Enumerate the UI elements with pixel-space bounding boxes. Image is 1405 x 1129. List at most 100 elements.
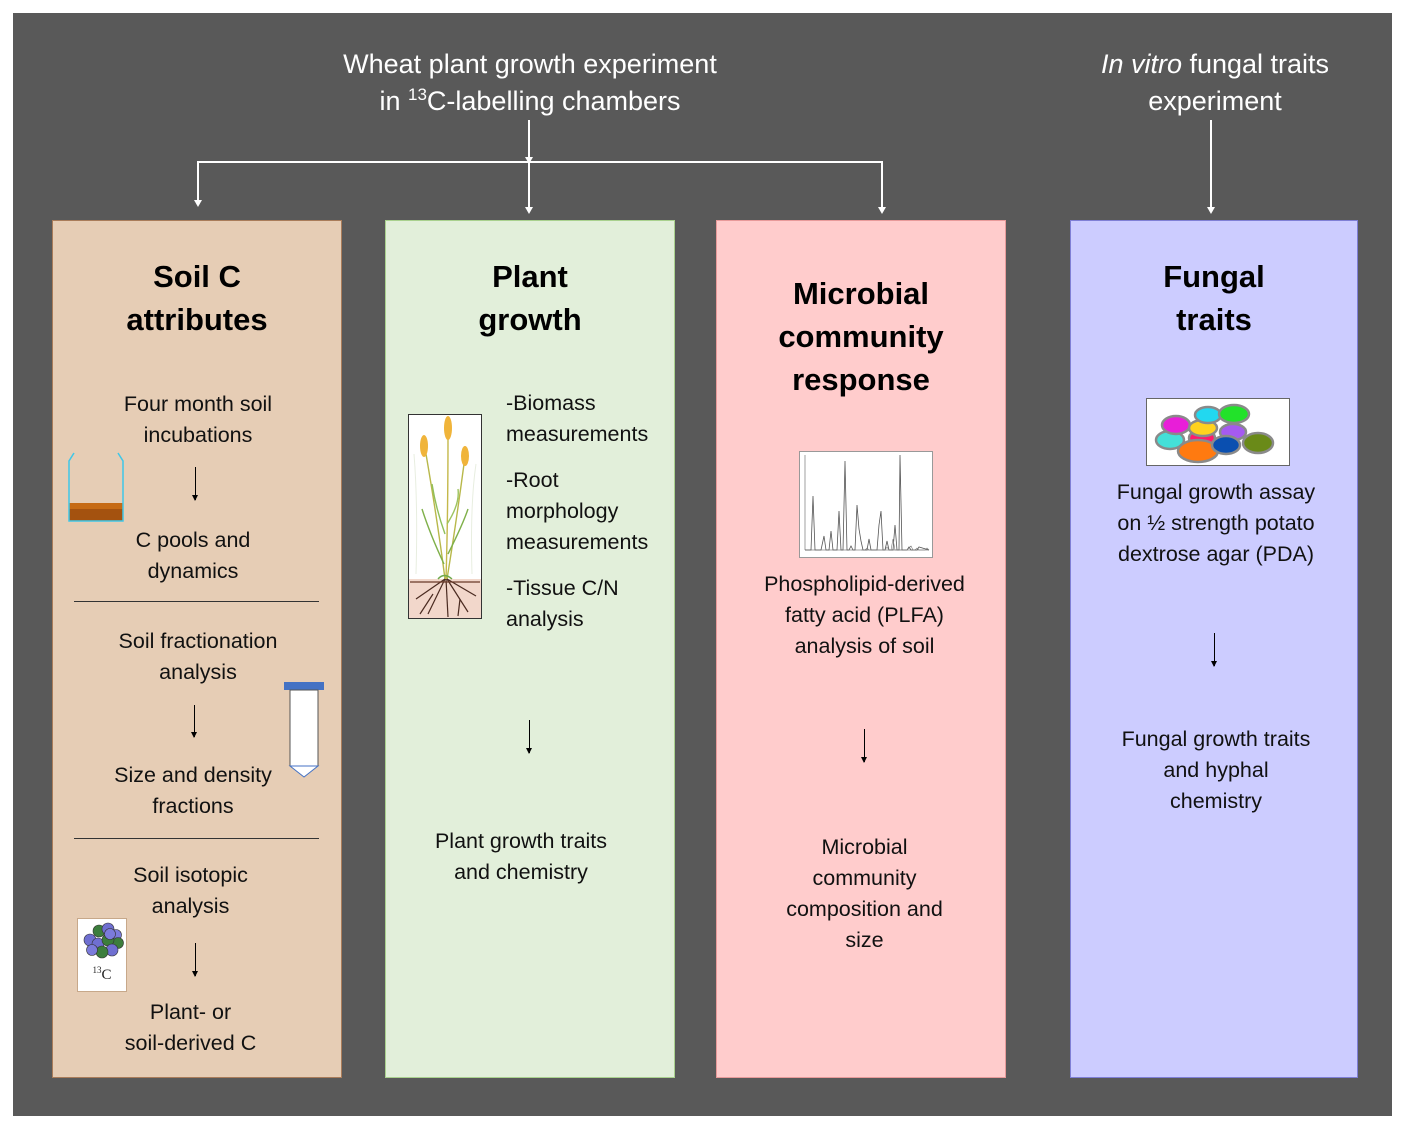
soil-section-divider-1 (74, 601, 319, 602)
wheat-title-post: C-labelling chambers (426, 86, 681, 116)
isotope-label-element: C (101, 967, 112, 983)
fungal-title-line2: experiment (1148, 86, 1282, 116)
fungal-traits-box: Fungal traits Fungal growth assay on ½ s… (1070, 220, 1358, 1078)
microbial-output-label: Microbial community composition and size (757, 832, 972, 956)
root-line2: morphology (506, 499, 619, 523)
wheat-title-line1: Wheat plant growth experiment (343, 49, 717, 79)
root-line3: measurements (506, 530, 649, 554)
plfa-analysis-label: Phospholipid-derived fatty acid (PLFA) a… (737, 569, 992, 662)
isotope-label-sup: 13 (92, 965, 102, 975)
biomass-line1: -Biomass (506, 391, 596, 415)
connector-horizontal (197, 161, 883, 163)
microbial-output-line1: Microbial (821, 835, 908, 859)
plfa-line3: analysis of soil (794, 634, 935, 658)
arrow-to-fungal-box (1207, 120, 1215, 214)
isotope-superscript: 13 (407, 85, 427, 104)
centrifuge-tube-icon (284, 682, 324, 778)
fungal-output-line3: chemistry (1170, 789, 1262, 813)
soil-incubation-line1: Four month soil (123, 392, 273, 416)
isotope-label: 13C (78, 965, 126, 984)
microbial-box-title: Microbial community response (717, 272, 1005, 401)
soil-isotopic-arrow (192, 943, 198, 977)
fungal-assay-line2: on ½ strength potato (1117, 511, 1315, 535)
isotopic-line2: analysis (151, 894, 230, 918)
soil-incubation-arrow (192, 467, 198, 501)
fungal-output-line1: Fungal growth traits (1121, 727, 1311, 751)
fungal-assay-line3: dextrose agar (PDA) (1118, 542, 1314, 566)
fractionation-line1: Soil fractionation (118, 629, 278, 653)
plfa-line1: Phospholipid-derived (764, 572, 965, 596)
microbial-output-line2: community (812, 866, 917, 890)
fungal-arrow (1211, 633, 1217, 667)
soil-fractions-label: Size and density fractions (88, 760, 298, 822)
soil-aggregate-icon (83, 922, 124, 959)
incubation-jar-icon (68, 452, 124, 522)
wheat-title-pre: in (379, 86, 408, 116)
plant-arrow (526, 720, 532, 754)
plant-title-line2: growth (478, 302, 582, 337)
microbial-arrow (861, 729, 867, 763)
soil-isotopic-label: Soil isotopic analysis (88, 860, 293, 922)
connector-trunk (525, 120, 533, 164)
fungal-assay-label: Fungal growth assay on ½ strength potato… (1086, 477, 1346, 570)
fungal-experiment-title: In vitro fungal traits experiment (1070, 46, 1360, 120)
soil-fractionation-label: Soil fractionation analysis (93, 626, 303, 688)
tissue-line2: analysis (506, 607, 584, 631)
plant-output-line2: and chemistry (454, 860, 588, 884)
fungal-assay-line1: Fungal growth assay (1116, 480, 1316, 504)
microbial-community-box: Microbial community response Phospholipi… (716, 220, 1006, 1078)
wheat-plant-icon (408, 414, 482, 619)
fungal-title-line2: traits (1176, 302, 1252, 337)
plant-measurements-list: -Biomass measurements -Root morphology m… (506, 388, 648, 635)
c-pools-line2: dynamics (147, 559, 239, 583)
fractions-line2: fractions (152, 794, 234, 818)
measurement-item-biomass: -Biomass measurements (506, 388, 648, 450)
soil-incubation-line2: incubations (143, 423, 253, 447)
soil-derived-c-label: Plant- or soil-derived C (93, 997, 288, 1059)
root-line1: -Root (506, 468, 559, 492)
arrow-to-microbial-box (878, 161, 886, 214)
fractionation-line2: analysis (159, 660, 237, 684)
tissue-line1: -Tissue C/N (506, 576, 619, 600)
fungal-output-label: Fungal growth traits and hyphal chemistr… (1091, 724, 1341, 817)
isotopic-line1: Soil isotopic (133, 863, 248, 887)
microbial-output-line4: size (845, 928, 884, 952)
chromatogram-icon (799, 451, 933, 558)
biomass-line2: measurements (506, 422, 649, 446)
fungal-title-line1: In vitro fungal traits (1070, 46, 1360, 83)
fungal-box-title: Fungal traits (1071, 255, 1357, 341)
soil-incubation-label: Four month soil incubations (93, 389, 303, 451)
soil-title-line1: Soil C (153, 259, 241, 294)
plant-output-label: Plant growth traits and chemistry (406, 826, 636, 888)
fungal-output-line2: and hyphal (1163, 758, 1269, 782)
soil-box-title: Soil C attributes (53, 255, 341, 341)
arrow-to-soil-box (194, 161, 202, 207)
fractions-line1: Size and density (114, 763, 272, 787)
soil-c-pools-label: C pools and dynamics (93, 525, 293, 587)
microbial-title-line1: Microbial (792, 276, 930, 311)
petri-dishes-icon (1146, 398, 1290, 466)
carbon-isotope-icon: 13C (77, 918, 127, 992)
soil-c-attributes-box: Soil C attributes Four month soil incuba… (52, 220, 342, 1078)
fungal-title-line1: Fungal (1163, 259, 1265, 294)
c-pools-line1: C pools and (135, 528, 251, 552)
microbial-output-line3: composition and (786, 897, 943, 921)
fungal-title-rest: fungal traits (1181, 49, 1330, 79)
arrow-to-plant-box (525, 161, 533, 214)
derived-c-line2: soil-derived C (124, 1031, 257, 1055)
soil-section-divider-2 (74, 838, 319, 839)
microbial-title-line2: community (778, 319, 944, 354)
plant-growth-box: Plant growth -Biom (385, 220, 675, 1078)
wheat-title-line2: in 13C-labelling chambers (300, 83, 760, 120)
soil-title-line2: attributes (126, 302, 268, 337)
in-vitro-italic: In vitro (1100, 49, 1182, 79)
microbial-title-line3: response (792, 362, 930, 397)
measurement-item-root: -Root morphology measurements (506, 465, 648, 558)
derived-c-line1: Plant- or (149, 1000, 232, 1024)
plant-box-title: Plant growth (386, 255, 674, 341)
wheat-experiment-title: Wheat plant growth experiment in 13C-lab… (300, 46, 760, 120)
plfa-line2: fatty acid (PLFA) (785, 603, 944, 627)
plant-title-line1: Plant (492, 259, 568, 294)
measurement-item-tissue: -Tissue C/N analysis (506, 573, 648, 635)
soil-fractionation-arrow (191, 705, 197, 738)
